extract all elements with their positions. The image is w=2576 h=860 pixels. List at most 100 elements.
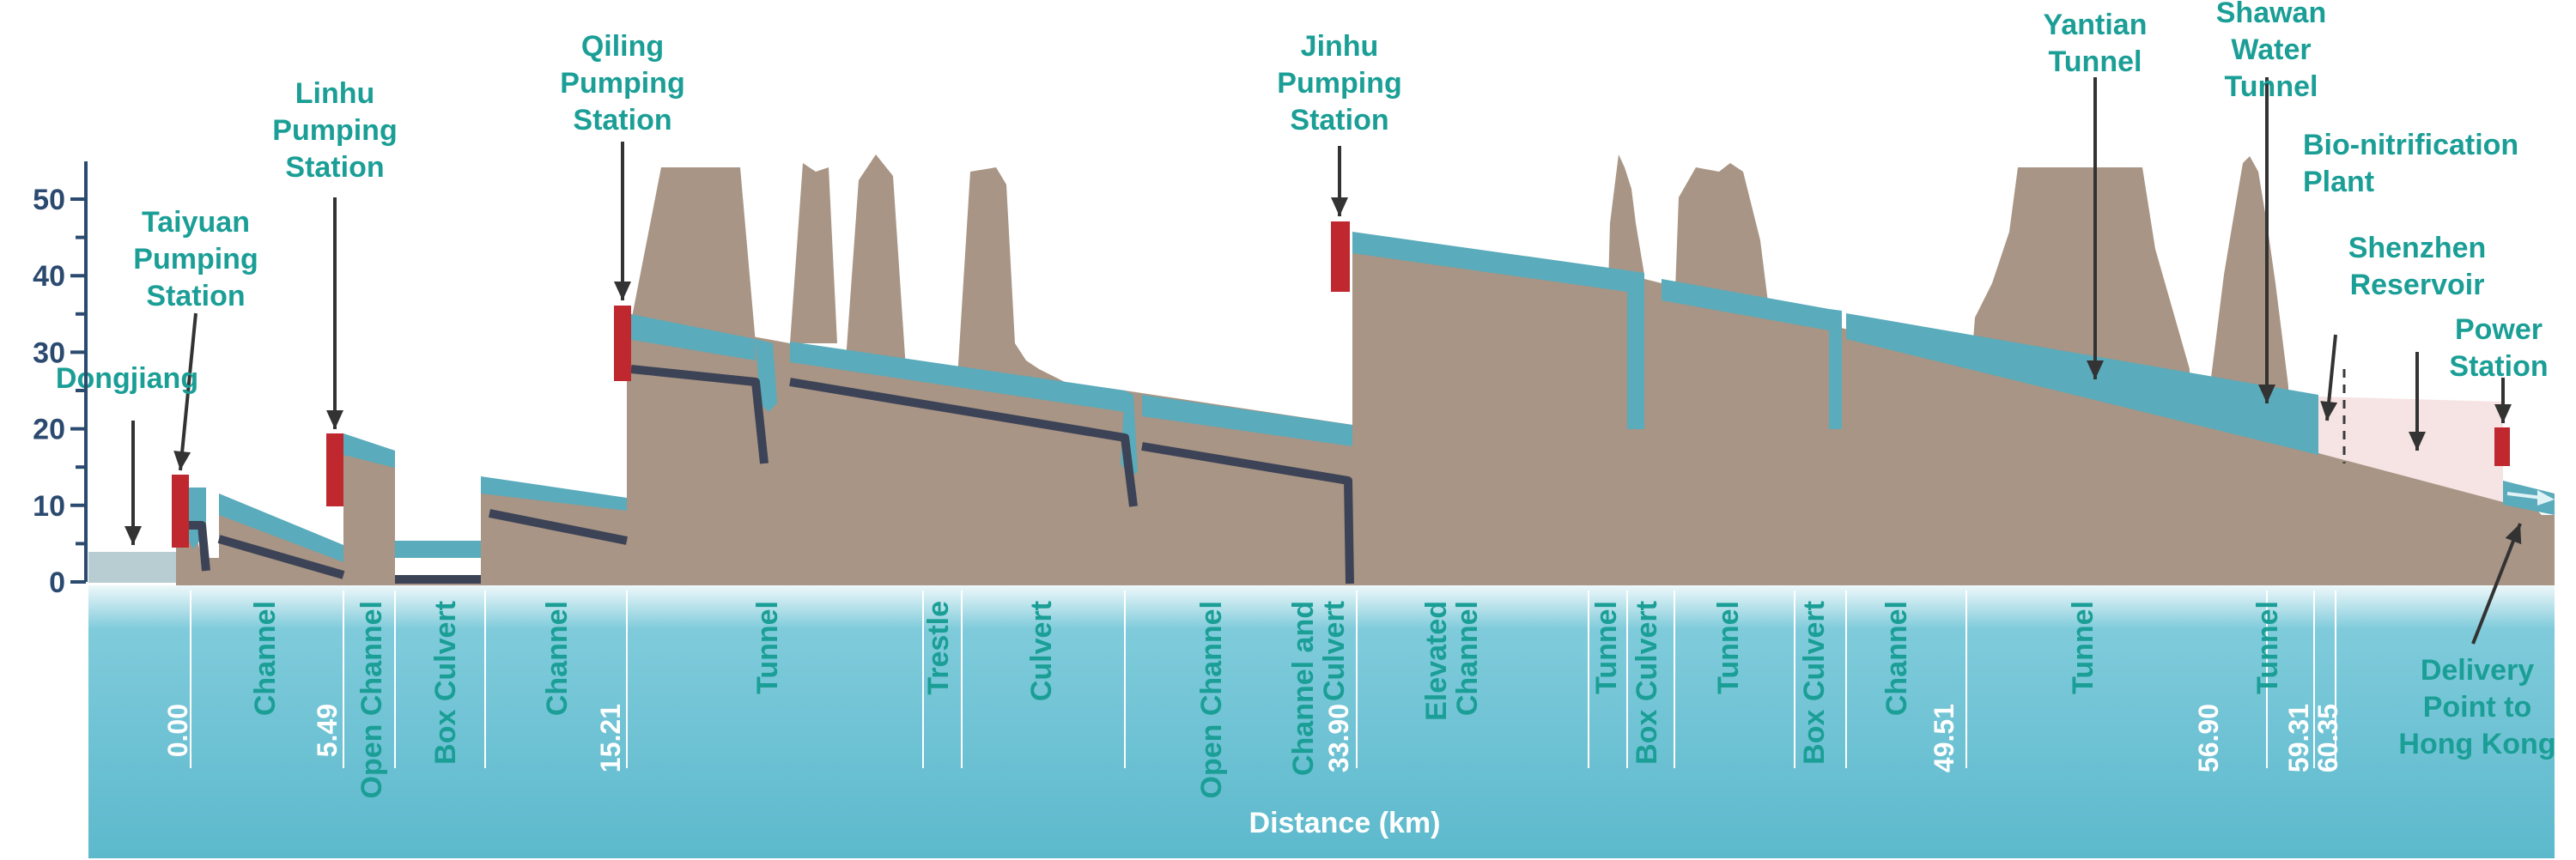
callout-arrowhead	[326, 410, 343, 429]
pipeline-line	[630, 365, 769, 464]
station-label-line: Pumping	[133, 243, 258, 276]
station-label-line: Pumping	[1277, 67, 1401, 100]
segment-label: Open Channel	[355, 601, 388, 798]
station-marker	[172, 475, 189, 548]
callout-arrows	[125, 77, 2555, 645]
station-label-line: Station	[573, 104, 671, 136]
segment-label: Elevated	[1420, 601, 1453, 721]
water-channel	[627, 313, 756, 360]
segment-label: Open Channel	[1195, 601, 1228, 798]
water-channel	[343, 433, 395, 468]
callout-arrowhead	[2505, 524, 2522, 545]
segment-label: Trestle	[922, 601, 955, 695]
terrain-pillars	[1352, 335, 1589, 429]
segment-label: Tunnel	[2067, 601, 2099, 694]
water-channel	[219, 494, 343, 562]
water-channel	[1846, 313, 2318, 455]
station-label-line: Plant	[2303, 166, 2374, 198]
water-channel	[395, 541, 481, 558]
x-axis-title: Distance (km)	[1249, 807, 1441, 839]
segment-label: Box Culvert	[1631, 601, 1663, 765]
segment-label: Tunnel	[751, 601, 784, 694]
y-tick-label: 40	[33, 260, 65, 293]
water-channel	[481, 476, 627, 511]
km-marker-label: 0.00	[162, 704, 193, 757]
segment-label: Channel	[1451, 601, 1484, 716]
station-label-line: Station	[285, 151, 384, 184]
water-channel	[1352, 232, 1627, 292]
station-marker	[614, 306, 631, 381]
callout-arrowhead	[2087, 360, 2104, 379]
station-label-line: Point to	[2423, 691, 2532, 724]
station-label-line: Delivery	[2421, 654, 2534, 687]
callout-arrowhead	[2494, 404, 2512, 423]
segment-label: Box Culvert	[429, 601, 462, 765]
segment-dividers	[190, 590, 2336, 768]
dongjiang-pool	[88, 552, 183, 583]
station-label-line: Power	[2455, 313, 2543, 346]
segment-label: Channel and	[1287, 601, 1320, 776]
water-channel	[1142, 395, 1352, 446]
segment-labels: Channel Open Channel Box Culvert Channel Tun…	[249, 601, 2284, 798]
flow-arrow-line	[2506, 492, 2543, 500]
callout-arrow-line	[2471, 523, 2522, 645]
water-channel	[1829, 309, 1842, 429]
pipeline-line	[217, 535, 345, 579]
segment-label: Channel	[541, 601, 574, 716]
station-label-line: Tunnel	[2225, 70, 2318, 103]
pipeline-line	[1141, 442, 1354, 584]
station-label-line: Station	[2449, 350, 2548, 383]
y-tick-label: 30	[33, 336, 65, 369]
distance-band	[88, 585, 2555, 858]
callout-arrowhead	[2320, 401, 2338, 421]
callout-arrowhead	[2409, 432, 2426, 451]
station-label-line: Pumping	[272, 114, 397, 147]
pipeline-line	[489, 509, 628, 545]
shenzhen-reservoir	[2318, 397, 2503, 502]
station-marker	[326, 433, 343, 506]
station-labels: DongjiangTaiyuanPumpingStationLinhuPumpi…	[56, 0, 2556, 760]
station-label-line: Qiling	[581, 30, 664, 63]
y-tick-label: 0	[49, 566, 65, 599]
water-channel	[1627, 270, 1644, 429]
callout-arrowhead	[2258, 385, 2275, 403]
callout-arrowhead	[173, 451, 191, 470]
segment-label: Culvert	[1025, 601, 1058, 701]
terrain-mountain	[2207, 156, 2288, 412]
km-marker-label: 49.51	[1929, 704, 1959, 772]
station-markers	[172, 221, 2510, 548]
callout-arrowhead	[614, 282, 631, 300]
segment-label: Tunnel	[1590, 601, 1623, 694]
station-label-line: Shawan	[2216, 0, 2326, 29]
segment-label: Tunnel	[1712, 601, 1745, 694]
segment-label: Box Culvert	[1798, 601, 1831, 765]
water-channel	[790, 342, 1125, 412]
segment-label: Tunnel	[2251, 601, 2284, 694]
station-label-line: Pumping	[560, 67, 684, 100]
callout-arrow-line	[179, 312, 197, 471]
y-tick-label: 10	[33, 490, 65, 523]
station-marker	[1331, 221, 1350, 292]
station-label-line: Bio-nitrification	[2303, 129, 2518, 161]
km-marker-label: 56.90	[2193, 704, 2224, 772]
pipelines	[182, 365, 1354, 584]
station-label-line: Station	[146, 280, 245, 312]
station-label-line: Tunnel	[2049, 45, 2142, 78]
station-label-line: Hong Kong	[2398, 728, 2555, 760]
km-marker-label: 60.35	[2312, 704, 2343, 772]
y-tick-label: 20	[33, 414, 65, 446]
km-marker-label: 33.90	[1323, 704, 1354, 772]
pipeline-line	[789, 378, 1138, 507]
station-label-line: Water	[2231, 33, 2311, 66]
terrain-mountain	[627, 167, 756, 343]
terrain-mountain	[846, 154, 906, 369]
station-label-line: Taiyuan	[142, 206, 250, 239]
terrain-mountain	[957, 167, 1082, 395]
station-label-line: Station	[1290, 104, 1388, 136]
station-label-line: Yantian	[2044, 9, 2148, 41]
segment-label: Channel	[1880, 601, 1913, 716]
station-marker	[2494, 427, 2510, 466]
